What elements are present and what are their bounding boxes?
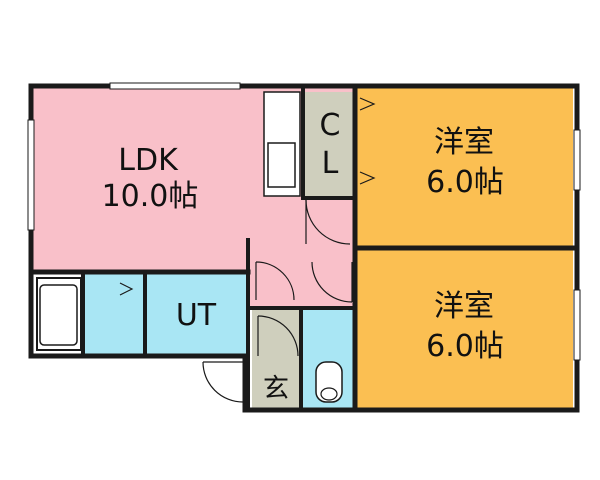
door-swings <box>202 199 353 403</box>
closet-label-c: C <box>320 108 341 143</box>
ldk-lower-corridor <box>248 240 355 308</box>
bedroom2-label: 洋室 <box>434 289 494 324</box>
bedroom1-size: 6.0帖 <box>426 165 504 200</box>
walls <box>28 83 580 413</box>
entrance-room <box>252 310 301 408</box>
closet-label-l: L <box>322 146 339 181</box>
ut-room <box>145 274 248 354</box>
toilet-bowl <box>320 387 338 401</box>
bedroom1-label: 洋室 <box>434 125 494 160</box>
closet-door-markers <box>119 97 376 296</box>
ldk-label: LDK <box>118 143 179 178</box>
bedroom1-room <box>357 88 573 246</box>
entrance-label: 玄 <box>263 374 289 404</box>
ut-label: UT <box>176 298 217 333</box>
washroom-area <box>83 274 145 354</box>
ldk-size: 10.0帖 <box>102 179 199 214</box>
kitchen-sink <box>267 142 296 188</box>
windows <box>27 82 581 361</box>
bathtub-basin <box>39 284 78 346</box>
bedroom2-size: 6.0帖 <box>426 329 504 364</box>
closet-room <box>305 92 355 196</box>
bedroom2-room <box>357 250 573 408</box>
